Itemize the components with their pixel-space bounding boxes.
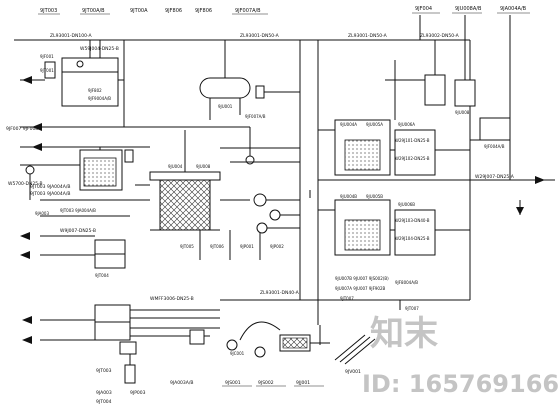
right-tag: 9JU005A <box>366 122 383 127</box>
svg-text:9JP001: 9JP001 <box>240 244 254 249</box>
bottom-tag: 9JP003 <box>130 390 146 396</box>
pipe-label: W29J102-DN25-B <box>395 156 430 161</box>
top-tag: 9JU008A/B <box>455 6 482 12</box>
right-pipe-labels: W29J007-DN25-A W29J101-DN25-B W29J102-DN… <box>395 138 515 241</box>
svg-text:9JU007B 9JU007 9JS002(B): 9JU007B 9JU007 9JS002(B) <box>335 276 389 281</box>
top-tag: 9JF806 <box>195 8 212 14</box>
left-line-labels: W59J004-DN25-B 9JF007 9JF008 W5700-DN25-… <box>6 46 194 302</box>
top-tag: 9JT00A <box>130 8 148 14</box>
svg-text:9JF007A/B: 9JF007A/B <box>245 114 266 119</box>
svg-text:9JF802: 9JF802 <box>88 88 102 93</box>
watermark: 知末 ID: 165769166 <box>362 314 559 398</box>
top-tag: 9JF007A/B <box>235 8 261 14</box>
line-label: W59J004-DN25-B <box>80 46 119 52</box>
top-tag: 9JT003 <box>40 8 57 14</box>
pipe-label: ZL93001-DN100-A <box>50 33 92 39</box>
bottom-tag: 9JJ001 <box>296 380 310 386</box>
bottom-tag-labels: 9JT003 9JA003 9JT004 9JP003 9JA003A/B 9J… <box>96 296 361 405</box>
line-label: 9JT003 9JA004A/B <box>30 191 70 197</box>
line-label: WMFF3006-DN25-B <box>150 296 194 302</box>
left-mid-equipment: 9JT004 9JA003 9JT003 9JA004A/B <box>20 123 150 278</box>
svg-text:9JF004A/B: 9JF004A/B <box>484 144 505 149</box>
line-label: 9JT003 9JA004A/B <box>30 184 70 190</box>
pipe-label: W29J103-DN40-B <box>395 218 430 223</box>
bottom-tag: 9JT007 <box>340 296 354 301</box>
line-label: 9JF007 9JF008 <box>6 126 38 132</box>
svg-text:9JT007: 9JT007 <box>405 306 419 311</box>
watermark-id: ID: 165769166 <box>362 370 559 398</box>
pipe-label: W29J104-DN25-B <box>395 236 430 241</box>
bottom-tag: 9JT004 <box>96 399 112 405</box>
svg-text:9JT001: 9JT001 <box>40 68 54 73</box>
svg-text:9JU007A 9JU007 9JF902B: 9JU007A 9JU007 9JF902B <box>335 286 386 291</box>
center-instruments: 9JT005 9JT006 9JP001 9JP002 <box>180 127 300 260</box>
svg-text:9JF8004A/B: 9JF8004A/B <box>395 280 418 285</box>
right-tag: 9JU005B <box>366 194 383 199</box>
svg-text:9JT006: 9JT006 <box>210 244 224 249</box>
top-tag: 9JA004A/B <box>500 6 527 12</box>
svg-text:9JF001: 9JF001 <box>40 54 54 59</box>
pipe-label: ZL93002-DN50-A <box>420 33 460 39</box>
svg-text:9JT003 9JA004A/B: 9JT003 9JA004A/B <box>60 208 96 213</box>
svg-text:9JU001: 9JU001 <box>218 104 233 109</box>
bottom-equipment: ZL93001-DN40-A <box>22 290 376 384</box>
bottom-tag: 9JA003 <box>96 390 112 396</box>
bottom-tag: 9JS002 <box>258 380 274 386</box>
top-tag-labels: 9JT003 9JT00A/B 9JT00A 9JF806 9JF806 9JF… <box>38 6 530 15</box>
bottom-tag: 9JC001 <box>230 351 245 356</box>
right-tag: 9JU004A <box>340 122 357 127</box>
svg-text:9JA003: 9JA003 <box>35 211 49 216</box>
bottom-tag: 9JA003A/B <box>170 380 193 386</box>
pipe-label: W29J101-DN25-B <box>395 138 430 143</box>
svg-text:9JP002: 9JP002 <box>270 244 284 249</box>
line-label: W9J007-DN25-B <box>60 228 96 234</box>
center-drum: 9JU001 9JF007A/B <box>199 40 300 120</box>
pipe-label: ZL93001-DN50-A <box>240 33 280 39</box>
bottom-tag: 9JT003 <box>96 368 112 374</box>
bottom-tag: 9JS001 <box>225 380 241 386</box>
pipe-label: ZL93001-DN50-A <box>348 33 388 39</box>
svg-text:9JT005: 9JT005 <box>180 244 194 249</box>
right-tag: 9JU004B <box>340 194 357 199</box>
bottom-tag: 9JV001 <box>345 369 361 375</box>
svg-text:9JU004: 9JU004 <box>168 164 183 169</box>
svg-text:9JF9004A/B: 9JF9004A/B <box>88 96 111 101</box>
right-tag: 9JU006A <box>398 122 415 127</box>
center-vessel: 9JU004 9JU008 <box>135 130 250 231</box>
pipe-label: W29J007-DN25-A <box>475 174 515 180</box>
header-pipes <box>14 39 555 325</box>
watermark-brand: 知末 <box>370 314 438 354</box>
svg-text:9JU008: 9JU008 <box>196 164 211 169</box>
right-columns: 9JU004A 9JU005A 9JU006A 9JU004B 9JU005B … <box>318 40 471 300</box>
top-right-equipment: 9JU008 9JF004A/B <box>309 15 545 215</box>
line-label: W5700-DN25-B <box>8 181 43 187</box>
top-tag: 9JT00A/B <box>82 8 105 14</box>
top-tag: 9JF806 <box>165 8 182 14</box>
right-tag: 9JU006B <box>398 202 415 207</box>
svg-text:9JT004: 9JT004 <box>95 273 109 278</box>
top-tag: 9JF004 <box>415 6 432 12</box>
left-top-equipment: 9JF802 9JF9004A/B 9JF001 9JT001 <box>20 40 125 127</box>
svg-text:ZL93001-DN40-A: ZL93001-DN40-A <box>260 290 300 296</box>
right-bottom-labels: 9JU007B 9JU007 9JS002(B) 9JU007A 9JU007 … <box>335 276 419 311</box>
top-pipe-labels: ZL93001-DN100-A ZL93001-DN50-A ZL93001-D… <box>50 33 460 39</box>
svg-text:9JU008: 9JU008 <box>455 110 470 115</box>
